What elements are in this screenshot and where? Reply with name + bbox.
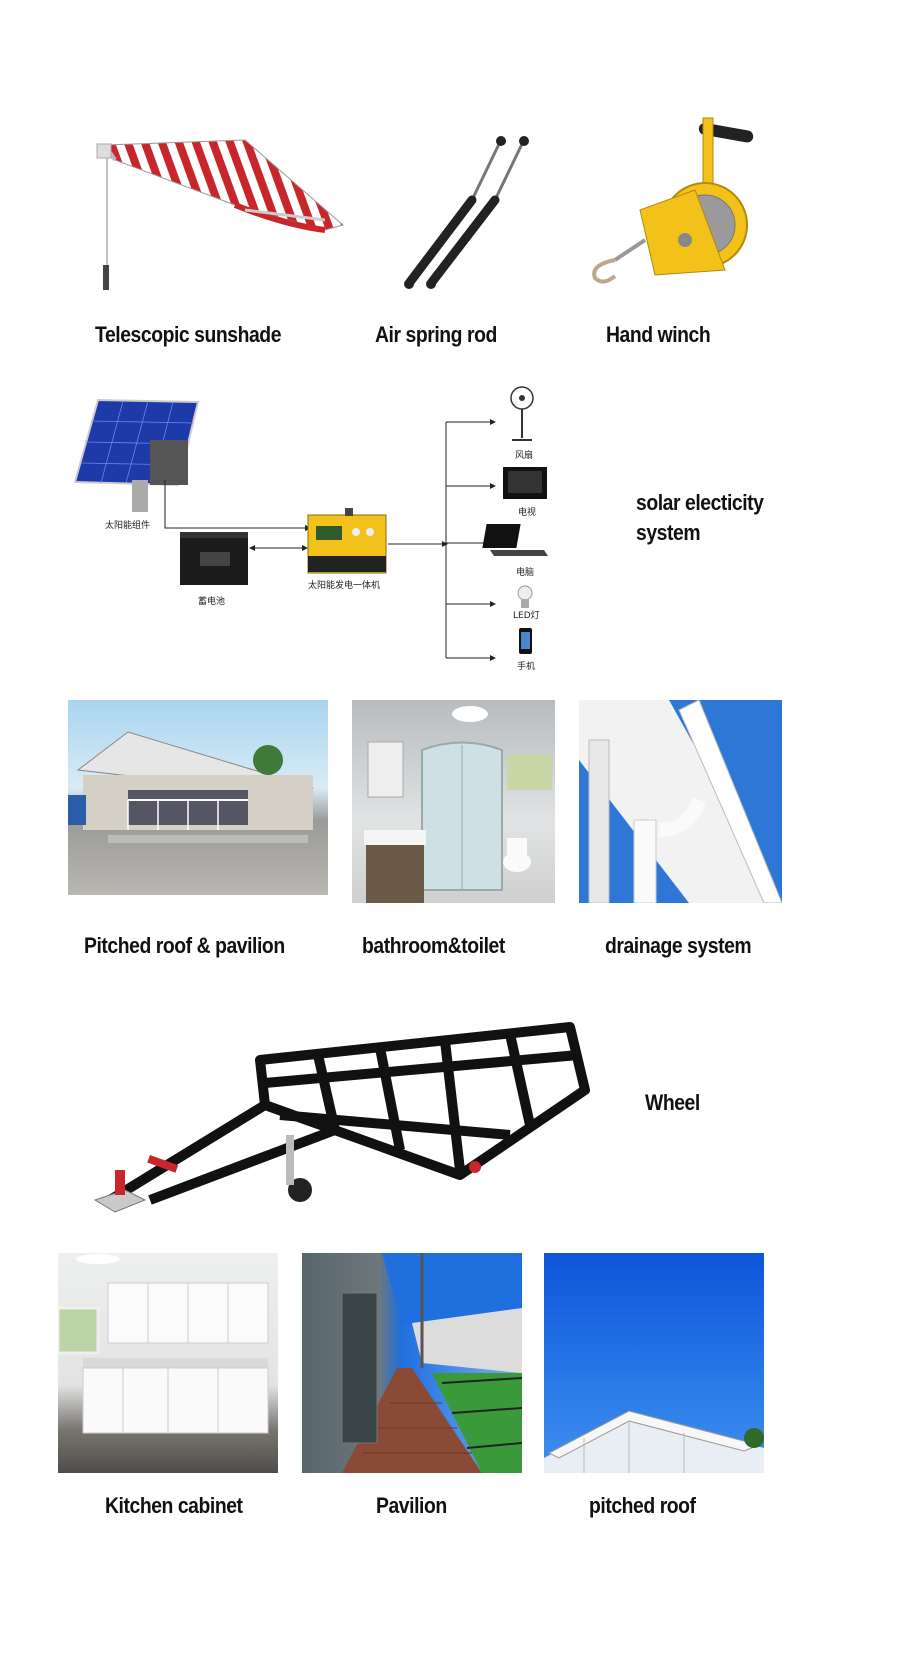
gas-spring-image [400,130,540,295]
appliance-laptop-label: 电脑 [516,568,535,578]
caption-air-spring-rod: Air spring rod [375,322,497,347]
caption-wheel: Wheel [645,1090,700,1115]
appliance-fan-label: 风扇 [515,451,534,461]
pavilion-photo [302,1253,522,1473]
pitched-roof-photo [544,1253,764,1473]
caption-hand-winch: Hand winch [606,322,711,347]
controller-icon [307,508,387,574]
tv-icon [503,467,547,499]
laptop-icon [482,524,548,556]
solar-panel-label: 太阳能组件 [105,521,151,531]
phone-icon [519,628,532,654]
solar-panel-icon [73,398,200,512]
winch-icon [592,117,754,284]
caption-pavilion: Pavilion [376,1493,447,1518]
trailer-frame-icon [93,1022,590,1213]
caption-pitched-roof-pavilion: Pitched roof & pavilion [84,933,285,958]
solar-wiring [73,386,548,661]
controller-label: 太阳能发电一体机 [308,581,381,591]
appliance-tv-label: 电视 [518,508,537,518]
awning-image [85,130,355,300]
drainage-system-photo [579,700,782,903]
caption-solar-system: solar electicity system [636,490,764,545]
bulb-icon [517,585,533,608]
battery-icon [180,532,248,585]
bathroom-photo [352,700,555,903]
caption-kitchen-cabinet: Kitchen cabinet [105,1493,243,1518]
caption-drainage-system: drainage system [605,933,752,958]
caption-telescopic-sunshade: Telescopic sunshade [95,322,282,347]
appliance-phone-label: 手机 [517,662,536,672]
pitched-roof-pavilion-photo [68,700,328,895]
caption-bathroom-toilet: bathroom&toilet [362,933,505,958]
solar-diagram: 太阳能组件 蓄电池 太阳能发电一体机 风扇 电视 电脑 LED灯 手机 [70,380,570,680]
kitchen-cabinet-photo [58,1253,278,1473]
fan-icon [510,386,534,441]
gas-spring-icon [404,136,529,289]
appliance-led-label: LED灯 [513,611,540,621]
winch-image [585,110,770,290]
trailer-chassis-image [90,1015,595,1225]
awning-icon [96,139,345,290]
battery-label: 蓄电池 [198,597,226,607]
caption-pitched-roof: pitched roof [589,1493,696,1518]
